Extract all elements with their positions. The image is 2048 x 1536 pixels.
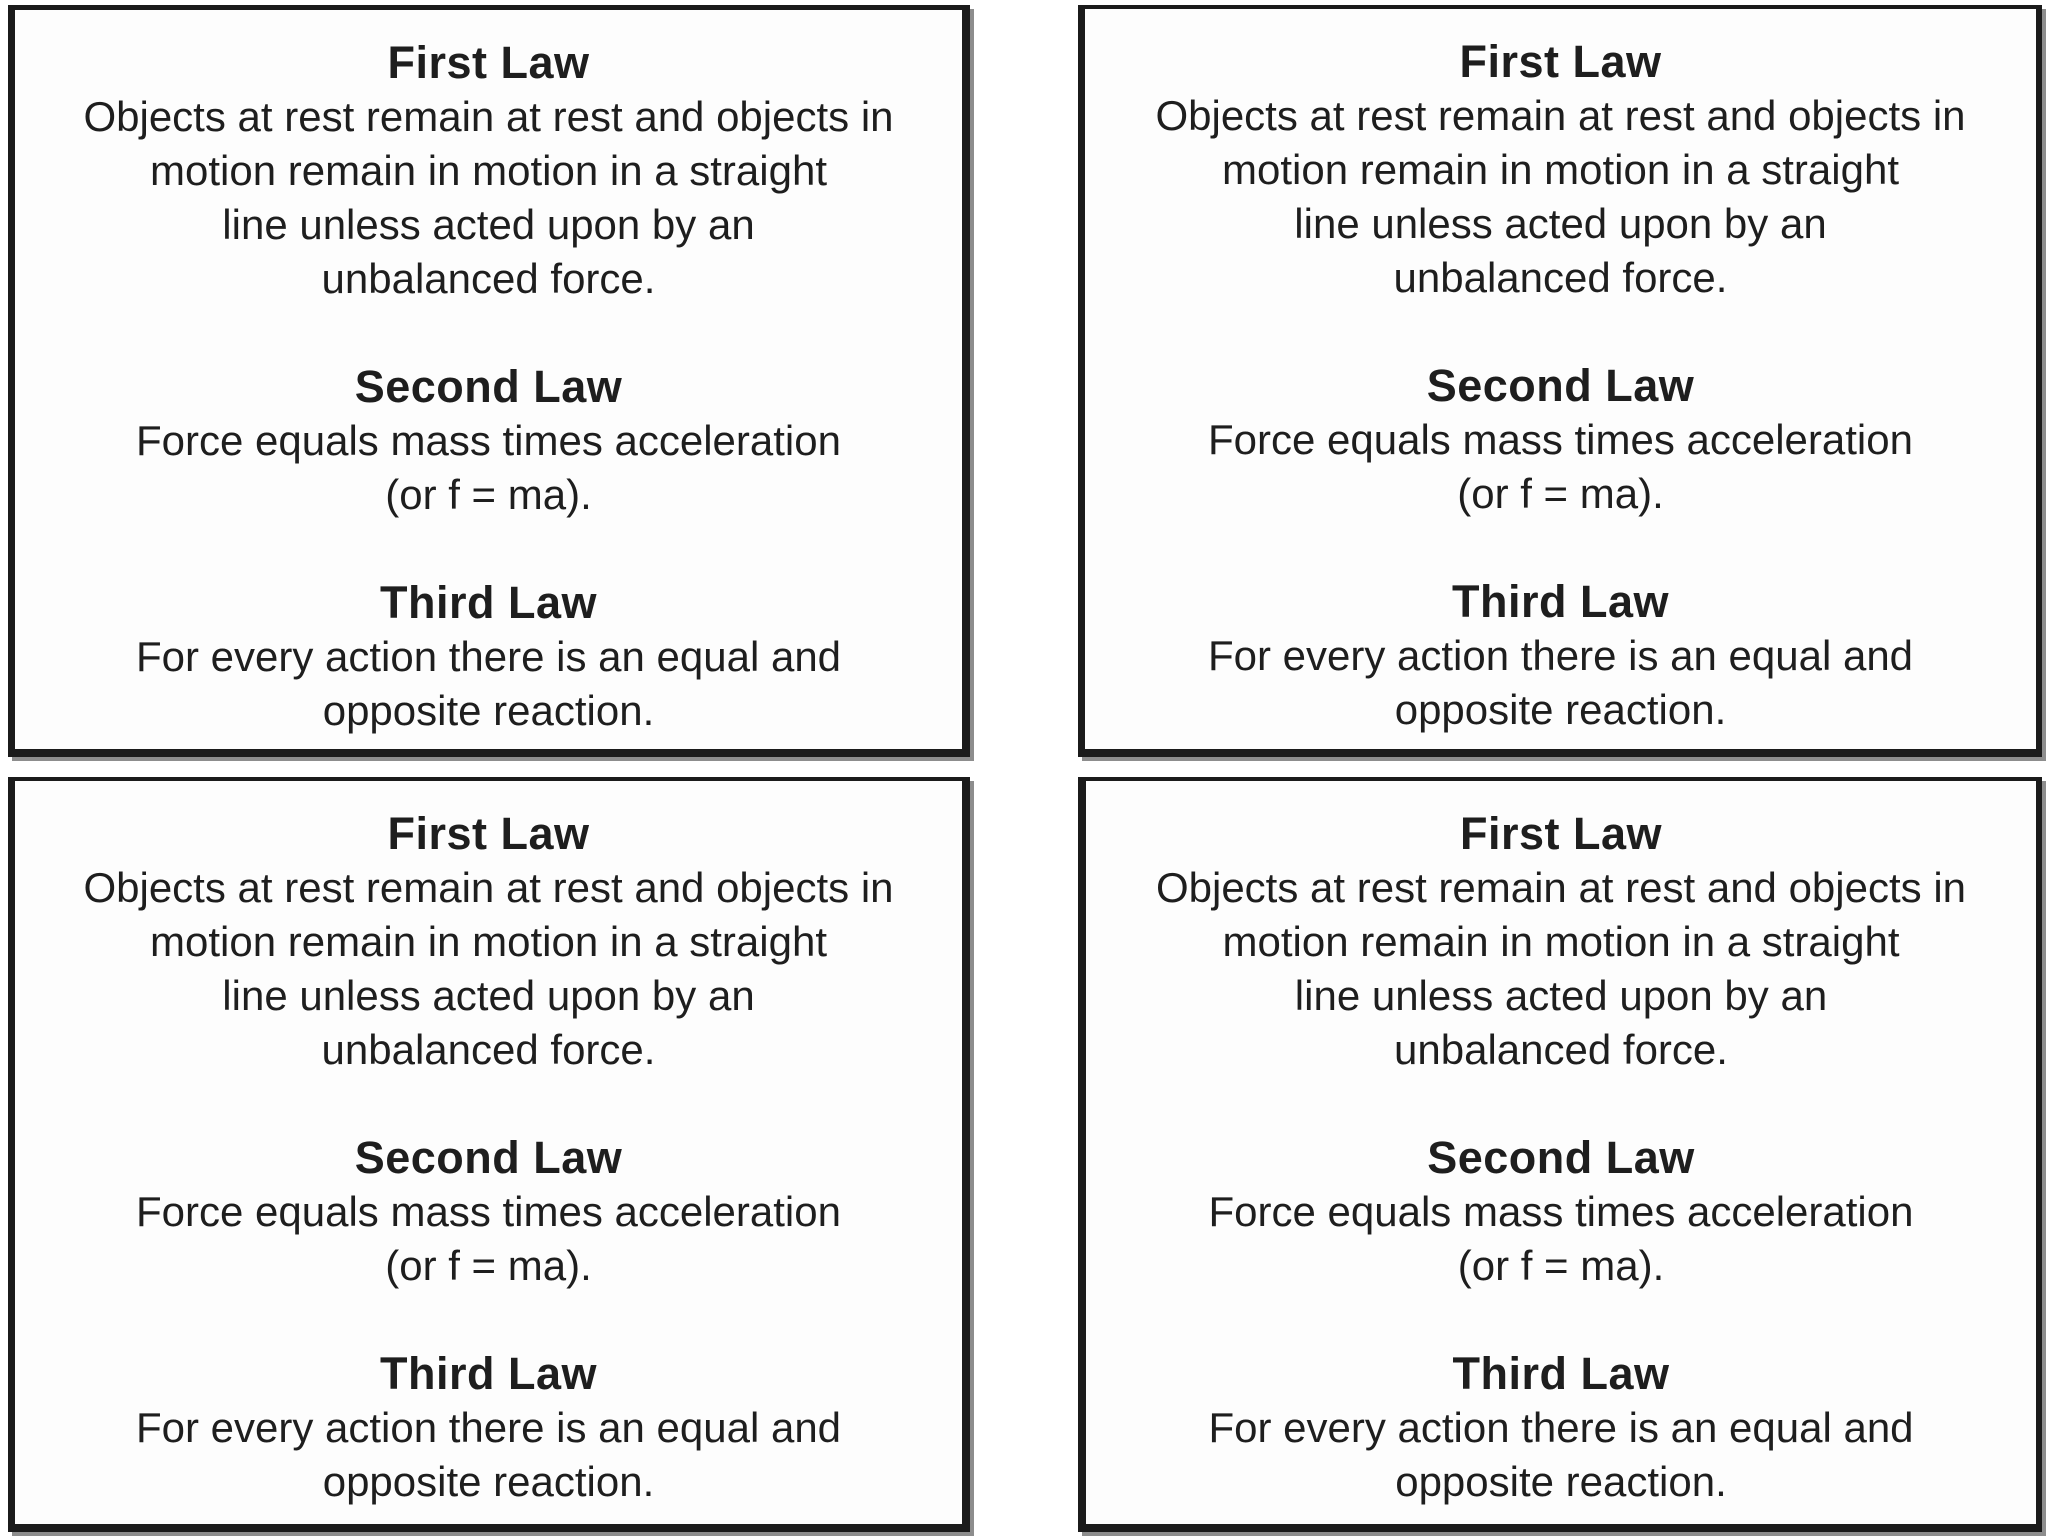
law-text-line: Objects at rest remain at rest and objec…: [83, 93, 894, 140]
law-text-line: line unless acted upon by an: [222, 972, 755, 1019]
third-law-heading: Third Law: [380, 577, 597, 628]
newtons-laws-card-bottom-right: First Law Objects at rest remain at rest…: [1078, 777, 2042, 1532]
first-law-heading: First Law: [387, 37, 590, 88]
law-text-line: Force equals mass times acceleration: [1208, 416, 1913, 463]
law-text-line: (or f = ma).: [385, 1242, 592, 1289]
law-text-line: unbalanced force.: [321, 1026, 656, 1073]
law-text-line: Force equals mass times acceleration: [136, 1188, 841, 1235]
law-text-line: For every action there is an equal and: [1208, 1404, 1914, 1451]
first-law-section: First Law Objects at rest remain at rest…: [15, 36, 962, 306]
law-text-line: unbalanced force.: [1393, 254, 1728, 301]
newtons-laws-card-top-right: First Law Objects at rest remain at rest…: [1078, 5, 2042, 757]
law-text-line: Force equals mass times acceleration: [136, 417, 841, 464]
law-text-line: opposite reaction.: [1394, 686, 1727, 733]
law-text-line: (or f = ma).: [385, 471, 592, 518]
card-content: First Law Objects at rest remain at rest…: [15, 10, 962, 738]
second-law-heading: Second Law: [1427, 1132, 1695, 1183]
first-law-section: First Law Objects at rest remain at rest…: [15, 807, 962, 1077]
newtons-laws-card-top-left: First Law Objects at rest remain at rest…: [8, 5, 970, 757]
second-law-section: Second Law Force equals mass times accel…: [1086, 1131, 2036, 1293]
third-law-section: Third Law For every action there is an e…: [1086, 1347, 2036, 1509]
law-text-line: Objects at rest remain at rest and objec…: [1155, 864, 1967, 911]
first-law-heading: First Law: [1459, 808, 1663, 859]
third-law-section: Third Law For every action there is an e…: [15, 576, 962, 738]
law-text-line: motion remain in motion in a straight: [1222, 918, 1900, 965]
third-law-heading: Third Law: [1452, 576, 1669, 627]
law-text-line: opposite reaction.: [322, 1458, 655, 1505]
law-text-line: (or f = ma).: [1457, 1242, 1665, 1289]
law-text-line: line unless acted upon by an: [1294, 200, 1827, 247]
first-law-heading: First Law: [387, 808, 590, 859]
law-text-line: unbalanced force.: [1394, 1026, 1728, 1073]
law-text-line: For every action there is an equal and: [1207, 632, 1914, 679]
law-text-line: opposite reaction.: [322, 687, 655, 734]
law-text-line: For every action there is an equal and: [135, 633, 842, 680]
first-law-section: First Law Objects at rest remain at rest…: [1086, 807, 2036, 1077]
law-text-line: (or f = ma).: [1457, 470, 1664, 517]
law-text-line: unbalanced force.: [321, 255, 656, 302]
law-text-line: For every action there is an equal and: [135, 1404, 842, 1451]
second-law-heading: Second Law: [354, 1132, 623, 1183]
law-text-line: Objects at rest remain at rest and objec…: [83, 864, 894, 911]
second-law-section: Second Law Force equals mass times accel…: [1085, 359, 2036, 521]
law-text-line: motion remain in motion in a straight: [1222, 146, 1899, 193]
first-law-section: First Law Objects at rest remain at rest…: [1085, 35, 2036, 305]
card-content: First Law Objects at rest remain at rest…: [1085, 9, 2036, 737]
law-text-line: line unless acted upon by an: [222, 201, 755, 248]
law-text-line: Force equals mass times acceleration: [1208, 1188, 1914, 1235]
third-law-heading: Third Law: [1452, 1348, 1670, 1399]
second-law-heading: Second Law: [1426, 360, 1695, 411]
law-text-line: motion remain in motion in a straight: [150, 918, 827, 965]
law-text-line: line unless acted upon by an: [1294, 972, 1828, 1019]
law-text-line: motion remain in motion in a straight: [150, 147, 827, 194]
first-law-heading: First Law: [1459, 36, 1662, 87]
card-content: First Law Objects at rest remain at rest…: [15, 781, 962, 1509]
newtons-laws-card-bottom-left: First Law Objects at rest remain at rest…: [8, 777, 970, 1532]
third-law-section: Third Law For every action there is an e…: [1085, 575, 2036, 737]
second-law-heading: Second Law: [354, 361, 623, 412]
third-law-section: Third Law For every action there is an e…: [15, 1347, 962, 1509]
card-content: First Law Objects at rest remain at rest…: [1086, 781, 2036, 1509]
second-law-section: Second Law Force equals mass times accel…: [15, 1131, 962, 1293]
law-text-line: opposite reaction.: [1395, 1458, 1727, 1505]
second-law-section: Second Law Force equals mass times accel…: [15, 360, 962, 522]
law-text-line: Objects at rest remain at rest and objec…: [1155, 92, 1966, 139]
third-law-heading: Third Law: [380, 1348, 597, 1399]
